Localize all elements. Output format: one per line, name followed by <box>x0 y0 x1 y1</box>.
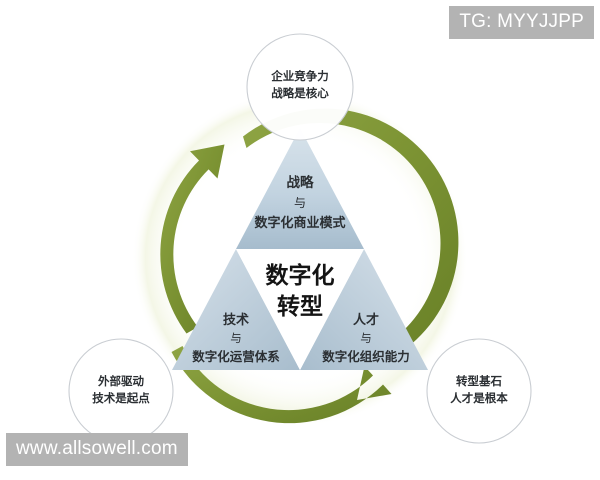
pillar-technology-line3: 数字化运营体系 <box>191 349 280 364</box>
callout-competitiveness-shape[interactable] <box>246 33 354 141</box>
center-label-line2: 转型 <box>277 293 323 320</box>
callout-circle-foundation[interactable]: 转型基石 人才是根本 <box>426 338 532 444</box>
triangle-left-technology <box>172 249 300 370</box>
pillar-strategy-line1: 战略 <box>287 174 314 191</box>
pillar-label-technology: 技术 与 数字化运营体系 <box>191 312 280 364</box>
watermark-top-right: TG: MYYJJPP <box>449 6 594 39</box>
triangle-top-strategy <box>236 128 364 249</box>
center-label-line1: 数字化 <box>266 262 335 289</box>
callout-competitiveness-line1: 企业竞争力 <box>270 69 329 83</box>
pillar-strategy-line2: 与 <box>294 196 306 210</box>
pillar-talent-line3: 数字化组织能力 <box>321 349 410 364</box>
callout-external-driver-line1: 外部驱动 <box>97 374 144 388</box>
callout-circle-external-driver[interactable]: 外部驱动 技术是起点 <box>68 338 174 444</box>
ring-arrow-segment-right <box>243 108 459 367</box>
ring-arrow-segment-bottom-left <box>171 346 392 424</box>
pillar-strategy-line3: 数字化商业模式 <box>254 215 345 231</box>
callout-foundation-shape[interactable] <box>426 338 532 444</box>
pillar-talent-line2: 与 <box>360 331 372 345</box>
triangle-center-inverted <box>236 249 364 370</box>
callout-external-driver-line2: 技术是起点 <box>92 391 150 405</box>
pillar-talent-line1: 人才 <box>353 312 379 328</box>
callout-foundation-line2: 人才是根本 <box>450 391 508 405</box>
callout-foundation-line1: 转型基石 <box>456 374 502 388</box>
pillar-technology-line1: 技术 <box>223 312 249 328</box>
circular-arrow-ring-icon <box>160 108 459 424</box>
sierpinski-triangle-icon <box>172 128 428 370</box>
watermark-bottom-left: www.allsowell.com <box>6 433 188 466</box>
triangle-right-talent <box>300 249 428 370</box>
callout-competitiveness-line2: 战略是核心 <box>271 86 329 100</box>
center-label: 数字化 转型 <box>266 262 335 320</box>
pillar-technology-line2: 与 <box>230 331 242 345</box>
pillar-label-strategy: 战略 与 数字化商业模式 <box>254 174 345 231</box>
callout-circle-competitiveness[interactable]: 企业竞争力 战略是核心 <box>246 33 354 141</box>
pillar-label-talent: 人才 与 数字化组织能力 <box>321 312 410 364</box>
ring-arrow-segment-upper-left <box>160 144 225 334</box>
